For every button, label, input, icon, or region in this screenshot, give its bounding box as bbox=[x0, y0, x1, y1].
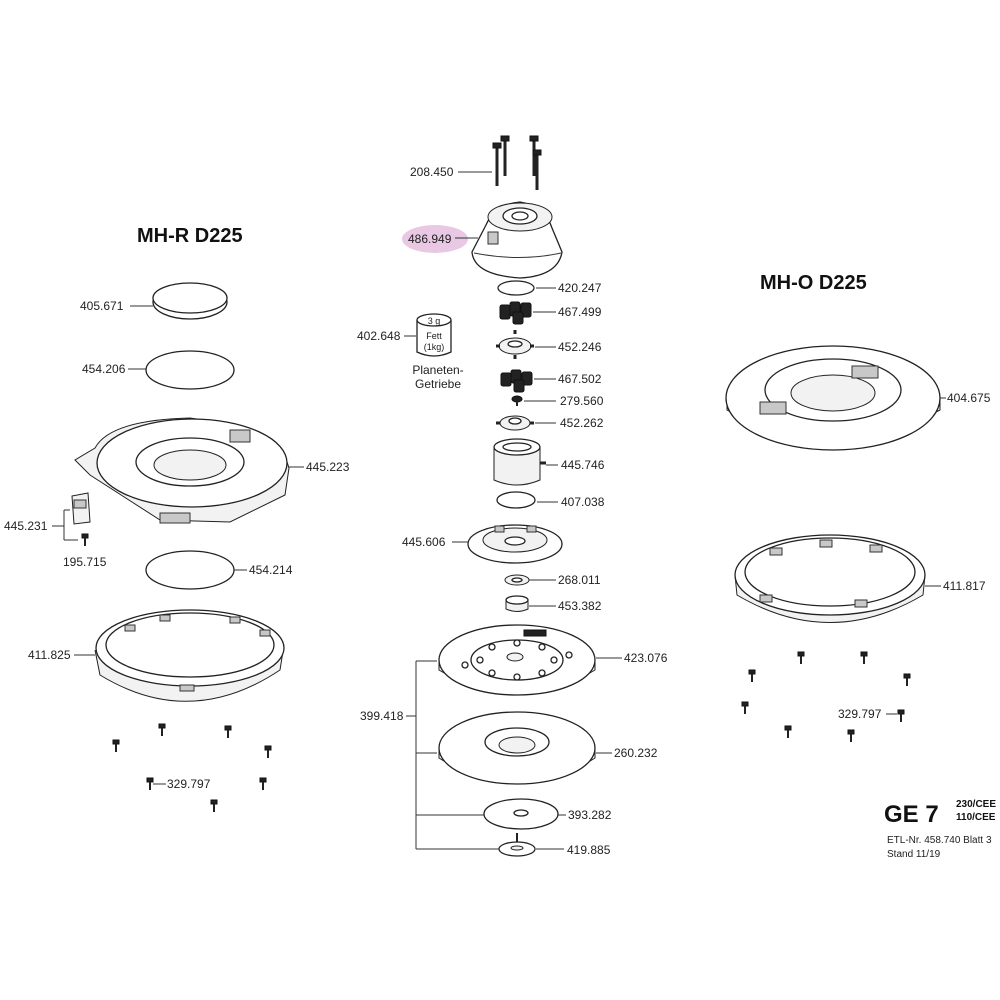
screws-208-450 bbox=[492, 135, 542, 190]
etl-number: ETL-Nr. 458.740 Blatt 3 bbox=[887, 835, 992, 846]
screw-279-560 bbox=[511, 395, 523, 406]
bolt-419-885 bbox=[498, 833, 536, 857]
part-label-404-675: 404.675 bbox=[947, 391, 991, 405]
part-label-260-232: 260.232 bbox=[614, 746, 658, 760]
part-label-411-825: 411.825 bbox=[28, 648, 71, 662]
planet-carrier-452-246 bbox=[496, 330, 534, 359]
rollers-467-499 bbox=[499, 301, 532, 325]
part-label-405-671: 405.671 bbox=[80, 299, 124, 313]
planet-carrier-452-262 bbox=[496, 415, 534, 431]
bearing-flange-445-606 bbox=[467, 524, 563, 564]
part-label-399-418: 399.418 bbox=[360, 709, 404, 723]
nut-453-382 bbox=[505, 595, 529, 612]
part-label-452-246: 452.246 bbox=[558, 340, 602, 354]
bracket-399-418 bbox=[406, 660, 500, 850]
part-label-467-502: 467.502 bbox=[558, 372, 602, 386]
voltage-1: 230/CEE bbox=[956, 799, 996, 810]
part-label-268-011: 268.011 bbox=[558, 573, 601, 587]
ring-405-671 bbox=[152, 282, 228, 320]
grease-caption-1: Planeten- bbox=[412, 363, 463, 377]
washer-268-011 bbox=[504, 574, 530, 586]
part-label-329-797-right: 329.797 bbox=[838, 707, 882, 721]
rollers-467-502 bbox=[500, 369, 533, 393]
seal-454-214 bbox=[145, 550, 235, 590]
part-label-402-648: 402.648 bbox=[357, 329, 401, 343]
screws-329-797-right bbox=[741, 651, 911, 742]
voltage-2: 110/CEE bbox=[956, 812, 996, 823]
hood-404-675 bbox=[725, 345, 941, 451]
part-label-452-262: 452.262 bbox=[560, 416, 604, 430]
grease-caption-2: Getriebe bbox=[415, 377, 461, 391]
part-label-419-885: 419.885 bbox=[567, 843, 611, 857]
grease-tub-402-648: 3 g Fett (1kg) bbox=[416, 313, 452, 357]
part-label-420-247: 420.247 bbox=[558, 281, 602, 295]
grease-line1: Fett bbox=[426, 331, 442, 341]
title-mh-o-d225: MH-O D225 bbox=[760, 272, 867, 294]
part-label-445-231: 445.231 bbox=[4, 519, 48, 533]
hood-445-223 bbox=[74, 417, 290, 524]
part-label-445-606: 445.606 bbox=[402, 535, 446, 549]
clip-445-231 bbox=[71, 492, 91, 525]
o-ring-420-247 bbox=[497, 280, 535, 296]
part-label-445-223: 445.223 bbox=[306, 460, 350, 474]
model-name: GE 7 bbox=[884, 801, 939, 828]
gear-housing-486-949 bbox=[471, 201, 563, 279]
part-label-393-282: 393.282 bbox=[568, 808, 612, 822]
gear-ring-445-746 bbox=[493, 438, 546, 486]
part-label-486-949[interactable]: 486.949 bbox=[408, 232, 452, 246]
sanding-pad-423-076 bbox=[438, 624, 596, 696]
part-label-195-715: 195.715 bbox=[63, 555, 107, 569]
part-label-329-797-left: 329.797 bbox=[167, 777, 211, 791]
part-label-407-038: 407.038 bbox=[561, 495, 605, 509]
grease-line2: (1kg) bbox=[424, 342, 445, 352]
title-mh-r-d225: MH-R D225 bbox=[137, 225, 243, 247]
o-ring-407-038 bbox=[496, 491, 536, 509]
screws-329-797-left bbox=[112, 723, 272, 812]
brush-ring-411-817 bbox=[734, 534, 926, 623]
brush-ring-411-825 bbox=[94, 609, 285, 702]
screw-195-715 bbox=[81, 533, 89, 546]
part-label-208-450: 208.450 bbox=[410, 165, 454, 179]
part-label-454-206: 454.206 bbox=[82, 362, 126, 376]
disc-393-282 bbox=[483, 798, 559, 830]
part-label-423-076: 423.076 bbox=[624, 651, 668, 665]
part-label-453-382: 453.382 bbox=[558, 599, 602, 613]
highlight-486-949[interactable] bbox=[402, 225, 468, 253]
seal-454-206 bbox=[145, 350, 235, 390]
part-label-279-560: 279.560 bbox=[560, 394, 604, 408]
part-label-467-499: 467.499 bbox=[558, 305, 602, 319]
part-label-454-214: 454.214 bbox=[249, 563, 293, 577]
stand-date: Stand 11/19 bbox=[887, 849, 941, 860]
part-label-445-746: 445.746 bbox=[561, 458, 605, 472]
part-label-411-817: 411.817 bbox=[943, 579, 986, 593]
interface-pad-260-232 bbox=[438, 711, 596, 785]
grease-amount: 3 g bbox=[428, 316, 441, 326]
